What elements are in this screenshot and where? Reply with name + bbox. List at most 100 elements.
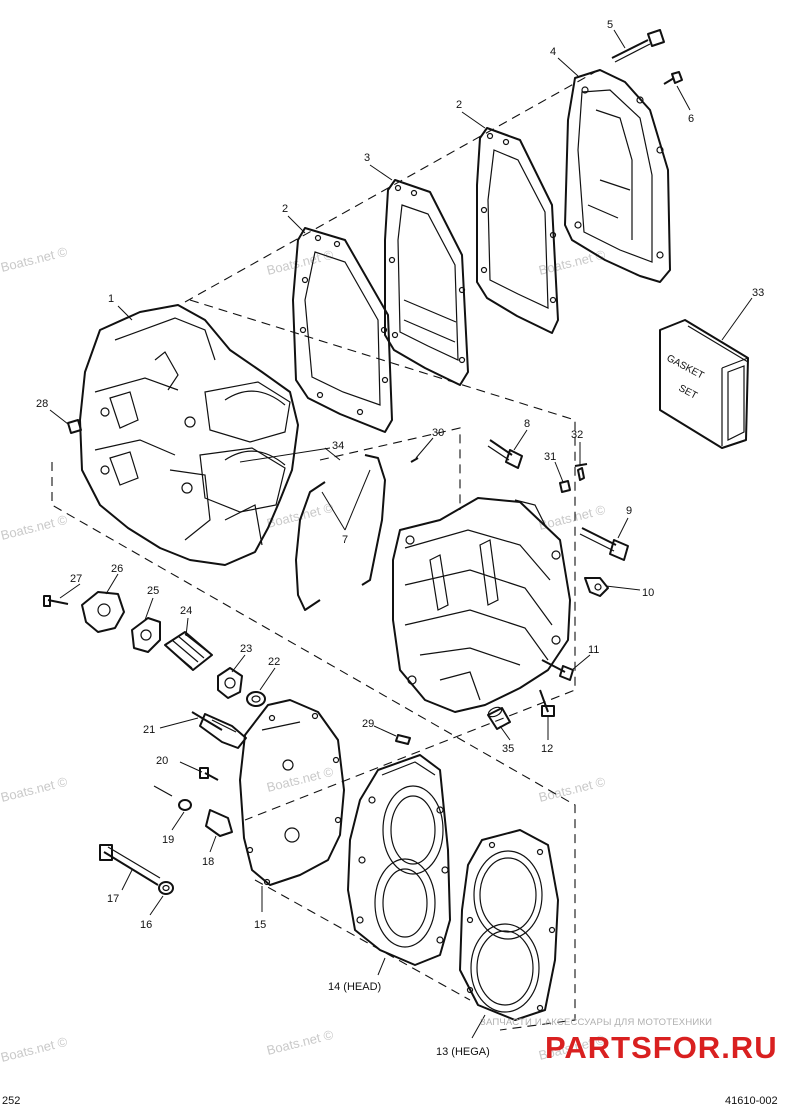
gasket-set-box: GASKET SET bbox=[659, 319, 749, 449]
brand-tagline: ЗАПЧАСТИ И АКСЕССУАРЫ ДЛЯ МОТОТЕХНИКИ bbox=[480, 1017, 712, 1028]
head-gasket-part bbox=[459, 829, 559, 1021]
watermark-text: Boats.net © bbox=[537, 774, 607, 805]
seal-strip-part bbox=[295, 454, 386, 611]
callout-22: 22 bbox=[268, 656, 280, 668]
watermark-text: Boats.net © bbox=[0, 774, 69, 805]
callout-17: 17 bbox=[107, 893, 119, 905]
callout-10: 10 bbox=[642, 587, 654, 599]
cylinder-head-part bbox=[347, 754, 451, 966]
callout-1: 1 bbox=[108, 293, 114, 305]
screw-part bbox=[541, 659, 574, 681]
spark-plug-part bbox=[191, 711, 247, 749]
callout-6: 6 bbox=[688, 113, 694, 125]
callout-12: 12 bbox=[541, 743, 553, 755]
callout-32: 32 bbox=[571, 429, 583, 441]
callout-9: 9 bbox=[626, 505, 632, 517]
watermark-text: Boats.net © bbox=[0, 244, 69, 275]
callout-11: 11 bbox=[588, 644, 599, 656]
callout-23: 23 bbox=[240, 643, 252, 655]
baffle-plate-part bbox=[384, 179, 469, 386]
gasket-set-label: GASKET bbox=[665, 353, 706, 382]
callout-24: 24 bbox=[180, 605, 192, 617]
watermarks: Boats.net © Boats.net © Boats.net © Boat… bbox=[0, 244, 607, 1065]
watermark-text: Boats.net © bbox=[0, 1034, 69, 1065]
callout-20: 20 bbox=[156, 755, 168, 767]
thermostat-part bbox=[217, 667, 243, 699]
callout-16: 16 bbox=[140, 919, 152, 931]
footer-part-code: 41610-002 bbox=[725, 1095, 778, 1107]
bolt-part bbox=[487, 439, 523, 469]
watermark-text: Boats.net © bbox=[0, 512, 69, 543]
callout-7: 7 bbox=[342, 534, 348, 546]
alignment-line bbox=[319, 427, 461, 510]
thermostat-cover-part bbox=[81, 591, 125, 633]
callout-26: 26 bbox=[111, 563, 123, 575]
callout-28: 28 bbox=[36, 398, 48, 410]
footer-figure-number: 252 bbox=[2, 1095, 20, 1107]
callout-34: 34 bbox=[332, 440, 344, 452]
cylinder-block-part bbox=[79, 304, 299, 566]
callout-18: 18 bbox=[202, 856, 214, 868]
nut-part bbox=[559, 480, 571, 493]
alignment-line bbox=[184, 71, 596, 303]
screw-part bbox=[663, 71, 683, 85]
alignment-line bbox=[254, 879, 471, 1001]
watermark-text: Boats.net © bbox=[265, 764, 335, 795]
alignment-line bbox=[51, 462, 576, 1031]
sleeve-part bbox=[487, 706, 511, 730]
dowel-pin-part bbox=[67, 419, 82, 434]
thermostat-spring-part bbox=[164, 631, 213, 671]
site-branding: ЗАПЧАСТИ И АКСЕССУАРЫ ДЛЯ МОТОТЕХНИКИ PA… bbox=[480, 1017, 778, 1065]
callout-27: 27 bbox=[70, 573, 82, 585]
alignment-lines bbox=[51, 71, 596, 1031]
o-ring-part bbox=[153, 785, 192, 811]
leader-lines bbox=[49, 29, 753, 1039]
footer: 252 41610-002 bbox=[2, 1095, 778, 1107]
washer-part bbox=[158, 881, 174, 895]
gasket-set-label: SET bbox=[677, 383, 699, 402]
screw-part bbox=[611, 29, 665, 63]
brand-name: PARTSFOR.RU bbox=[545, 1030, 778, 1065]
cover-gasket-part bbox=[292, 227, 393, 433]
callout-3: 3 bbox=[364, 152, 370, 164]
screw-part bbox=[199, 767, 219, 781]
callout-4: 4 bbox=[550, 46, 556, 58]
thermostat-gasket-part bbox=[131, 617, 161, 653]
watermark-text: Boats.net © bbox=[265, 1027, 335, 1058]
callout-21: 21 bbox=[143, 724, 155, 736]
water-cover-plate-part bbox=[239, 699, 345, 886]
callout-15: 15 bbox=[254, 919, 266, 931]
alignment-line bbox=[189, 299, 576, 821]
transfer-housing-part bbox=[392, 497, 571, 713]
callout-35: 35 bbox=[502, 743, 514, 755]
callout-29: 29 bbox=[362, 718, 374, 730]
washer-part bbox=[246, 691, 266, 707]
callout-14: 14 (HEAD) bbox=[328, 981, 381, 993]
callout-5: 5 bbox=[607, 19, 613, 31]
callout-labels: 1 2 2 3 4 5 6 7 8 9 10 11 12 13 (HEGA) 1… bbox=[36, 19, 764, 1058]
bolt-part bbox=[579, 527, 629, 561]
screw-part bbox=[43, 595, 69, 607]
fitting-part bbox=[584, 577, 609, 597]
pin-part bbox=[410, 457, 419, 463]
cover-part bbox=[564, 69, 671, 283]
callout-8: 8 bbox=[524, 418, 530, 430]
callout-31: 31 bbox=[544, 451, 556, 463]
fitting-part bbox=[205, 809, 233, 837]
callout-2: 2 bbox=[456, 99, 462, 111]
callout-13: 13 (HEGA) bbox=[436, 1046, 490, 1058]
callout-30: 30 bbox=[432, 427, 444, 439]
watermark-text: Boats.net © bbox=[537, 247, 607, 278]
screw-part bbox=[574, 463, 588, 481]
callout-25: 25 bbox=[147, 585, 159, 597]
callout-2: 2 bbox=[282, 203, 288, 215]
callout-19: 19 bbox=[162, 834, 174, 846]
bolt-part bbox=[99, 844, 161, 886]
cover-gasket-part bbox=[476, 127, 559, 334]
watermark-text: Boats.net © bbox=[265, 247, 335, 278]
pin-part bbox=[395, 734, 411, 745]
screw-part bbox=[539, 689, 555, 717]
callout-33: 33 bbox=[752, 287, 764, 299]
